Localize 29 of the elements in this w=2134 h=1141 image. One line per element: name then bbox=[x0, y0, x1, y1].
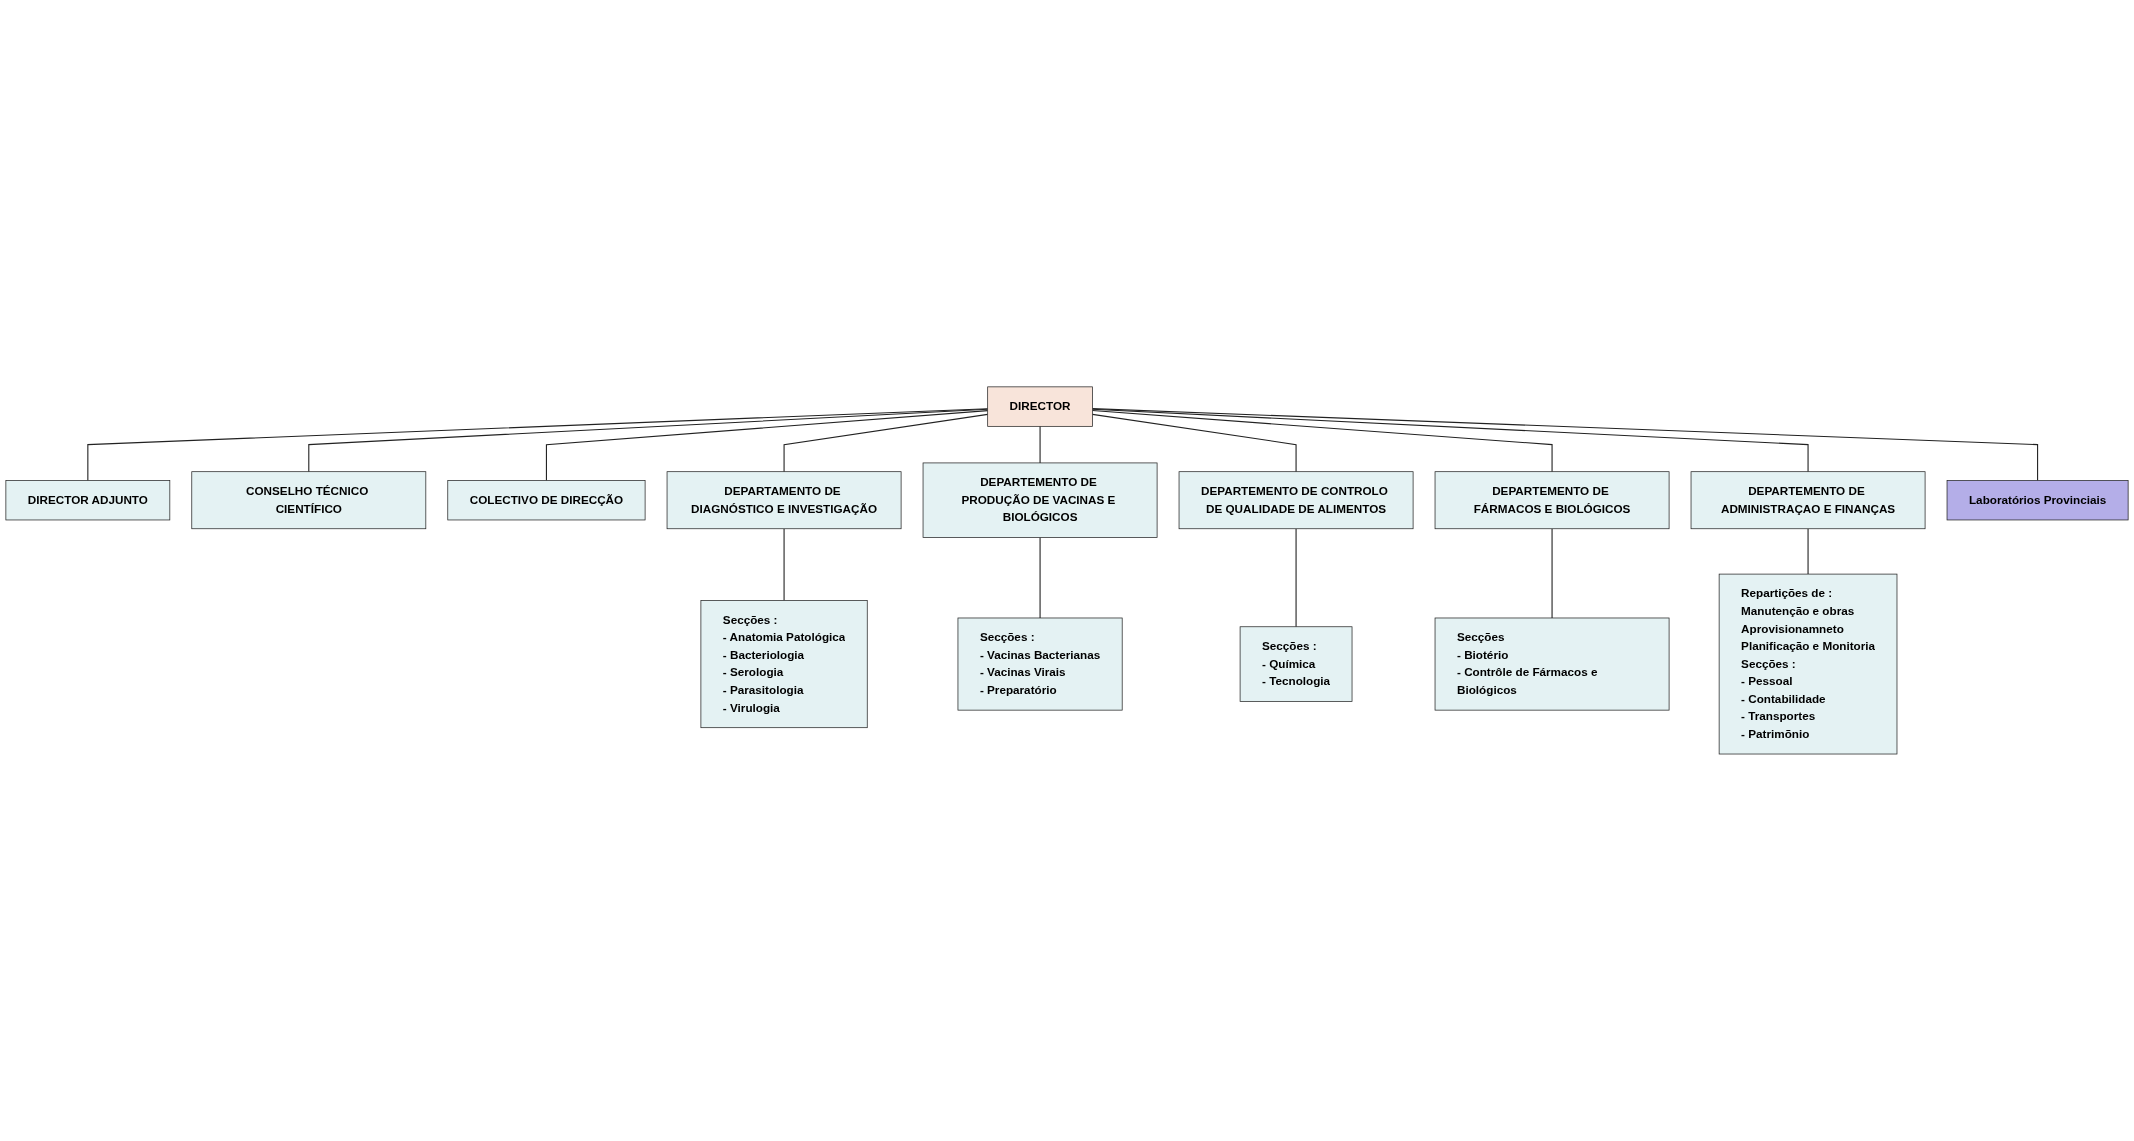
connector bbox=[1091, 413, 1297, 473]
connector bbox=[1091, 410, 1553, 473]
node-box: CONSELHO TÉCNICO CIENTÍFICO bbox=[191, 471, 427, 530]
connector bbox=[1039, 425, 1041, 464]
connector bbox=[1091, 408, 1809, 473]
node-box: DEPARTEMENTO DE CONTROLO DE QUALIDADE DE ALIMENTOS bbox=[1178, 471, 1414, 530]
node-box: Repartições de : Manutenção e obras Aprovisionamneto Planificação e Monitoria Secções : - Pessoal - Contabilidade - Transportes - Patrimõnio bbox=[1718, 573, 1898, 755]
node-box: Secções : - Vacinas Bacterianas - Vacinas Virais - Preparatório bbox=[957, 617, 1123, 711]
node-box: DEPARTEMENTO DE ADMINISTRAÇAO E FINANÇAS bbox=[1690, 471, 1926, 530]
connector bbox=[1295, 528, 1297, 628]
node-box: Secções : - Anatomia Patológica - Bacteriologia - Serologia - Parasitologia - Virulogia bbox=[700, 600, 868, 729]
node-box: DEPARTEMENTO DE PRODUÇÃO DE VACINAS E BIOLÓGICOS bbox=[922, 462, 1158, 538]
node-box: DEPARTEMENTO DE FÁRMACOS E BIOLÓGICOS bbox=[1434, 471, 1670, 530]
node-box: COLECTIVO DE DIRECÇÃO bbox=[447, 480, 646, 521]
connector bbox=[545, 410, 989, 482]
node-box: Laboratórios Provinciais bbox=[1946, 480, 2129, 521]
connector bbox=[783, 413, 989, 473]
node-box: DEPARTAMENTO DE DIAGNÓSTICO E INVESTIGAÇÃO bbox=[666, 471, 902, 530]
connector bbox=[1039, 537, 1041, 619]
connector bbox=[308, 408, 989, 473]
connector bbox=[1551, 528, 1553, 619]
node-box: Secções : - Química - Tecnologia bbox=[1239, 626, 1353, 702]
connector bbox=[1091, 408, 2039, 482]
node-box: Secções - Biotério - Contrôle de Fármacos e Biológicos bbox=[1434, 617, 1670, 711]
node-box: DIRECTOR ADJUNTO bbox=[5, 480, 171, 521]
connector bbox=[1807, 528, 1809, 575]
connector bbox=[87, 408, 989, 482]
connector bbox=[783, 528, 785, 602]
node-box: DIRECTOR bbox=[987, 386, 1093, 427]
